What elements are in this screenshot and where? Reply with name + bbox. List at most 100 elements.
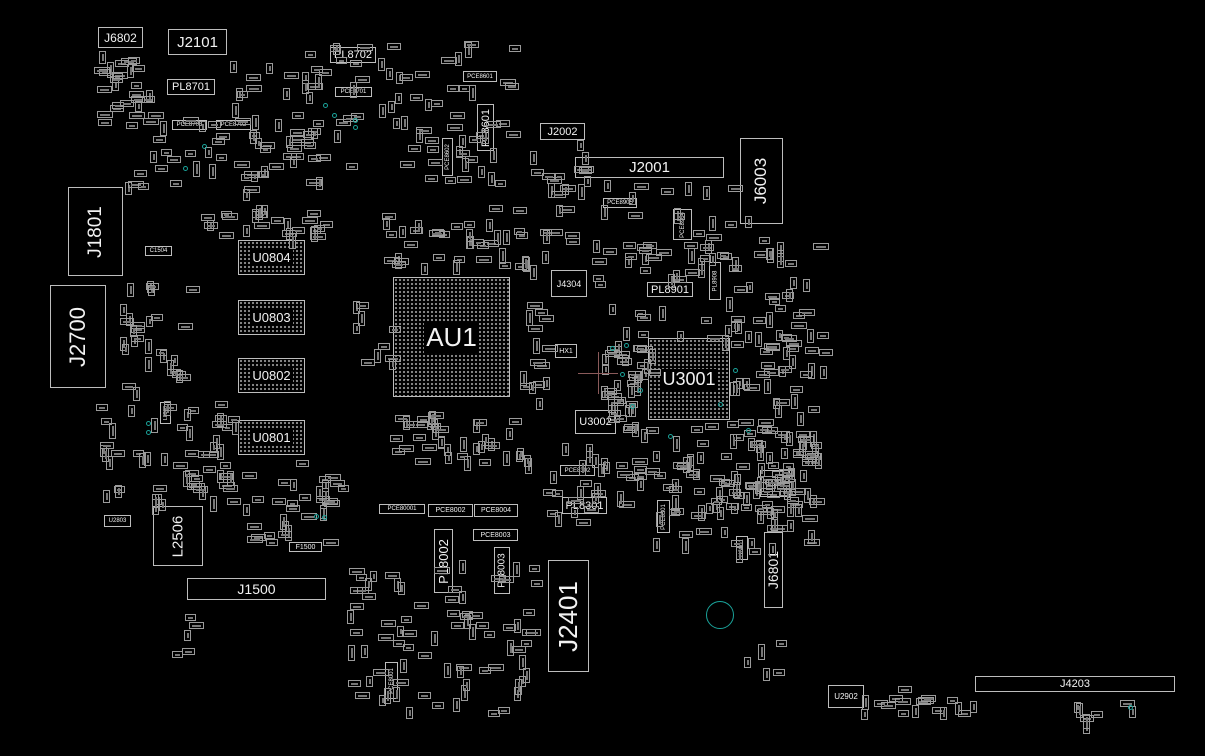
- passive-pad[interactable]: [325, 473, 342, 481]
- passive-pad[interactable]: [430, 411, 445, 419]
- component-j1801[interactable]: J1801: [68, 187, 123, 276]
- passive-pad[interactable]: [185, 614, 197, 622]
- passive-pad[interactable]: [506, 639, 514, 656]
- passive-pad[interactable]: [459, 134, 467, 148]
- passive-pad[interactable]: [302, 217, 319, 225]
- test-point-via[interactable]: [667, 433, 673, 439]
- passive-pad[interactable]: [525, 310, 533, 327]
- passive-pad[interactable]: [484, 631, 496, 639]
- component-j2001[interactable]: J2001: [575, 157, 724, 178]
- passive-pad[interactable]: [592, 492, 599, 504]
- passive-pad[interactable]: [614, 415, 628, 423]
- passive-pad[interactable]: [378, 633, 395, 641]
- passive-pad[interactable]: [133, 386, 140, 401]
- passive-pad[interactable]: [106, 456, 114, 471]
- passive-pad[interactable]: [802, 451, 818, 459]
- passive-pad[interactable]: [288, 233, 296, 250]
- passive-pad[interactable]: [519, 370, 527, 386]
- passive-pad[interactable]: [731, 540, 744, 548]
- passive-pad[interactable]: [127, 282, 135, 297]
- passive-pad[interactable]: [97, 86, 113, 94]
- passive-pad[interactable]: [577, 184, 585, 200]
- passive-pad[interactable]: [427, 159, 443, 167]
- passive-pad[interactable]: [494, 229, 502, 245]
- passive-pad[interactable]: [709, 216, 717, 232]
- passive-pad[interactable]: [377, 342, 390, 350]
- passive-pad[interactable]: [763, 369, 779, 377]
- passive-pad[interactable]: [733, 380, 741, 396]
- passive-pad[interactable]: [576, 486, 584, 501]
- passive-pad[interactable]: [774, 304, 786, 312]
- passive-pad[interactable]: [448, 586, 463, 594]
- passive-pad[interactable]: [775, 640, 787, 648]
- passive-pad[interactable]: [593, 240, 601, 254]
- passive-pad[interactable]: [516, 232, 529, 240]
- passive-pad[interactable]: [386, 43, 401, 51]
- passive-pad[interactable]: [399, 161, 415, 169]
- passive-pad[interactable]: [531, 580, 544, 588]
- passive-pad[interactable]: [307, 210, 322, 218]
- passive-pad[interactable]: [421, 263, 429, 275]
- test-point-via[interactable]: [201, 143, 207, 149]
- passive-pad[interactable]: [768, 461, 780, 469]
- passive-pad[interactable]: [453, 697, 461, 712]
- passive-pad[interactable]: [954, 702, 962, 716]
- passive-pad[interactable]: [243, 504, 251, 517]
- passive-pad[interactable]: [618, 500, 635, 508]
- passive-pad[interactable]: [469, 612, 484, 620]
- component-j2002[interactable]: J2002: [540, 123, 585, 140]
- passive-pad[interactable]: [130, 324, 138, 337]
- passive-pad[interactable]: [128, 91, 144, 99]
- passive-pad[interactable]: [602, 364, 610, 376]
- passive-pad[interactable]: [215, 132, 230, 140]
- passive-pad[interactable]: [98, 118, 113, 126]
- passive-pad[interactable]: [600, 205, 608, 221]
- passive-pad[interactable]: [792, 449, 804, 457]
- passive-pad[interactable]: [312, 120, 324, 128]
- passive-pad[interactable]: [628, 211, 644, 219]
- passive-pad[interactable]: [700, 244, 715, 252]
- passive-pad[interactable]: [392, 260, 407, 268]
- passive-pad[interactable]: [153, 136, 167, 144]
- passive-pad[interactable]: [542, 250, 550, 264]
- component-j1500[interactable]: J1500: [187, 578, 326, 600]
- passive-pad[interactable]: [151, 418, 159, 434]
- passive-pad[interactable]: [472, 238, 484, 246]
- passive-pad[interactable]: [615, 341, 623, 357]
- passive-pad[interactable]: [141, 95, 155, 103]
- passive-pad[interactable]: [250, 129, 258, 144]
- passive-pad[interactable]: [232, 103, 240, 119]
- passive-pad[interactable]: [181, 647, 195, 655]
- passive-pad[interactable]: [528, 324, 544, 332]
- passive-pad[interactable]: [138, 182, 150, 190]
- passive-pad[interactable]: [185, 426, 193, 442]
- passive-pad[interactable]: [772, 669, 785, 677]
- passive-pad[interactable]: [653, 450, 661, 462]
- passive-pad[interactable]: [476, 622, 490, 630]
- passive-pad[interactable]: [728, 265, 742, 273]
- passive-pad[interactable]: [329, 45, 341, 53]
- passive-pad[interactable]: [803, 279, 811, 293]
- passive-pad[interactable]: [684, 269, 700, 277]
- passive-pad[interactable]: [255, 205, 263, 221]
- passive-pad[interactable]: [443, 662, 451, 678]
- passive-pad[interactable]: [727, 420, 740, 428]
- passive-pad[interactable]: [169, 180, 182, 188]
- passive-pad[interactable]: [197, 451, 210, 459]
- component-f1500[interactable]: F1500: [289, 542, 322, 552]
- passive-pad[interactable]: [514, 618, 522, 633]
- passive-pad[interactable]: [532, 338, 540, 355]
- passive-pad[interactable]: [403, 420, 418, 428]
- passive-pad[interactable]: [337, 484, 349, 492]
- passive-pad[interactable]: [621, 354, 629, 366]
- passive-pad[interactable]: [462, 679, 470, 692]
- passive-pad[interactable]: [593, 274, 605, 282]
- passive-pad[interactable]: [463, 220, 475, 228]
- test-point-via[interactable]: [745, 427, 751, 433]
- passive-pad[interactable]: [243, 189, 251, 202]
- component-u2803[interactable]: U2803: [104, 515, 131, 527]
- passive-pad[interactable]: [693, 229, 706, 237]
- component-pce8004[interactable]: PCE8004: [474, 504, 518, 517]
- passive-pad[interactable]: [431, 99, 444, 107]
